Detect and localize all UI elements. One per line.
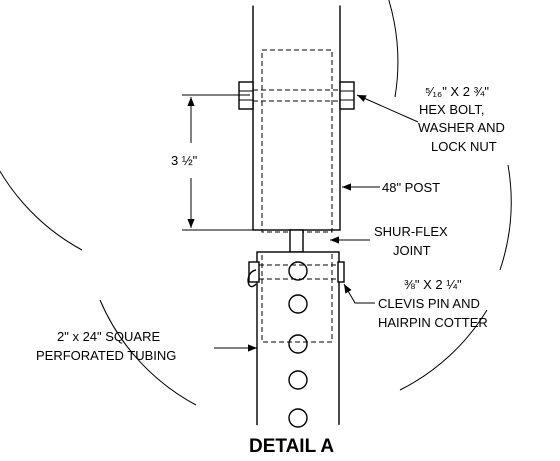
tubing-label-line1: 2" x 24" SQUARE xyxy=(57,329,160,344)
joint-label-line1: SHUR-FLEX xyxy=(374,224,448,239)
hex-bolt-leader xyxy=(356,94,419,123)
hex-bolt-label-line3: LOCK NUT xyxy=(431,139,497,154)
perforated-tubing xyxy=(256,251,340,429)
shur-flex-joint xyxy=(289,229,304,253)
clevis-label-line1: CLEVIS PIN AND xyxy=(378,296,480,311)
post xyxy=(252,1,341,231)
perforation-hole xyxy=(288,294,308,314)
post-label: 48" POST xyxy=(382,180,440,195)
clevis-leader xyxy=(343,283,375,304)
detail-circle-arc-right xyxy=(499,164,512,271)
tubing-insert-hidden xyxy=(261,251,333,343)
clevis-size-label: ⅜" X 2 ¼" xyxy=(404,277,462,292)
perforation-hole xyxy=(288,261,308,281)
perforation-hole xyxy=(288,334,308,354)
perforation-hole xyxy=(288,408,308,428)
joint-label-line2: JOINT xyxy=(393,243,431,258)
perforation-hole xyxy=(288,370,308,390)
detail-circle-arc-lower-right xyxy=(399,309,488,391)
tubing-label-line2: PERFORATED TUBING xyxy=(36,348,176,363)
hex-bolt-size-label: ⁵⁄₁₆" X 2 ¾" xyxy=(425,84,489,99)
detail-circle-arc-lower-left xyxy=(99,299,197,406)
hex-bolt-label-line2: WASHER AND xyxy=(418,120,505,135)
dimension-3-half xyxy=(182,94,253,231)
detail-title: DETAIL A xyxy=(249,436,334,457)
clevis-label-line2: HAIRPIN COTTER xyxy=(378,315,488,330)
clevis-pin xyxy=(247,261,345,288)
dimension-label: 3 ½" xyxy=(171,153,198,168)
hex-bolt-label-line1: HEX BOLT, xyxy=(419,102,485,117)
post-insert-hidden xyxy=(261,49,333,233)
